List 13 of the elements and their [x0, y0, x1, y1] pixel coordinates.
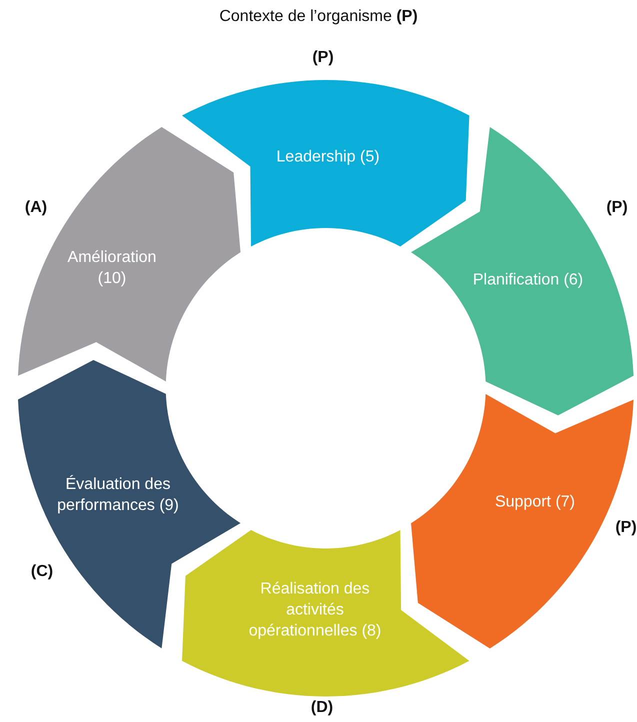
segment-label: Évaluation des performances (9) [56, 474, 180, 516]
segment-label: Amélioration (10) [66, 248, 158, 289]
phase-letter: (D) [310, 699, 334, 717]
phase-letter: (A) [24, 199, 48, 217]
phase-letter: (C) [30, 563, 54, 581]
phase-letter: (P) [312, 49, 334, 67]
segment-label: Planification (6) [472, 270, 584, 290]
segment-label: Leadership (5) [275, 148, 381, 168]
phase-letter: (P) [615, 519, 637, 537]
title: Contexte de l’organisme (P) [219, 8, 418, 26]
segment-label: Réalisation des activités opérationnelles (8) [248, 579, 382, 642]
segment-label: Support (7) [494, 492, 576, 512]
phase-letter: (P) [606, 199, 628, 217]
